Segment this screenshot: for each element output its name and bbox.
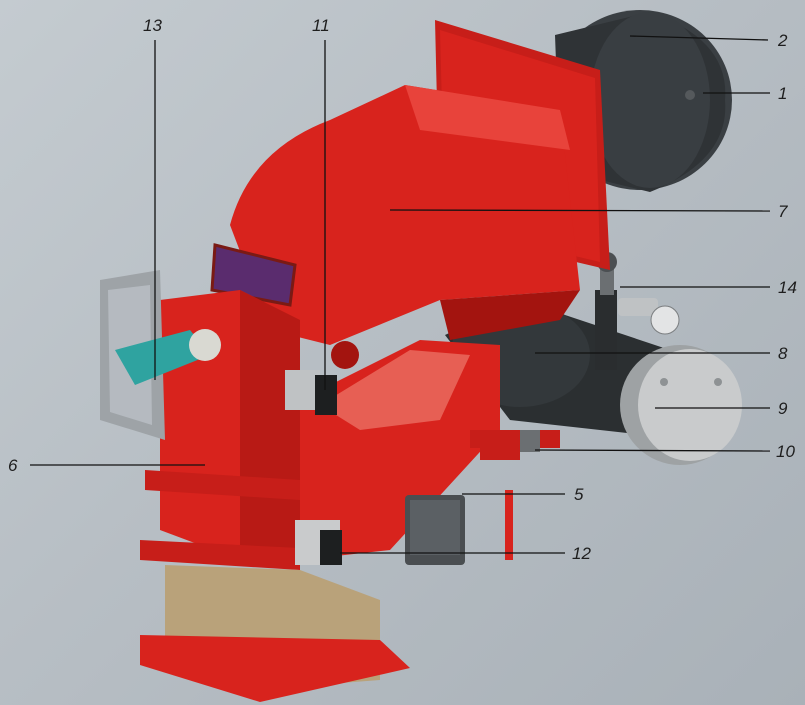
callout-12: 12 xyxy=(572,544,591,563)
valve-assembly xyxy=(595,252,680,370)
callout-2: 2 xyxy=(777,31,788,50)
burner-housing xyxy=(100,20,610,570)
callout-8: 8 xyxy=(778,344,788,363)
leader-lines xyxy=(30,35,771,554)
callout-11: 11 xyxy=(312,16,330,35)
callout-1: 1 xyxy=(778,84,787,103)
callout-5: 5 xyxy=(574,485,584,504)
callout-7: 7 xyxy=(778,202,788,221)
callout-14: 14 xyxy=(778,278,797,297)
linkage-10 xyxy=(480,430,540,560)
nozzle-connector xyxy=(115,329,221,385)
callout-10: 10 xyxy=(776,442,795,461)
switch-12 xyxy=(295,520,342,565)
servo-motor xyxy=(405,495,465,565)
callout-9: 9 xyxy=(778,399,788,418)
callout-labels: 2 1 7 14 8 9 10 5 12 6 13 11 xyxy=(8,16,797,563)
burner-base xyxy=(140,565,410,702)
callout-13: 13 xyxy=(143,16,162,35)
switch-11 xyxy=(285,370,337,415)
callout-6: 6 xyxy=(8,456,18,475)
